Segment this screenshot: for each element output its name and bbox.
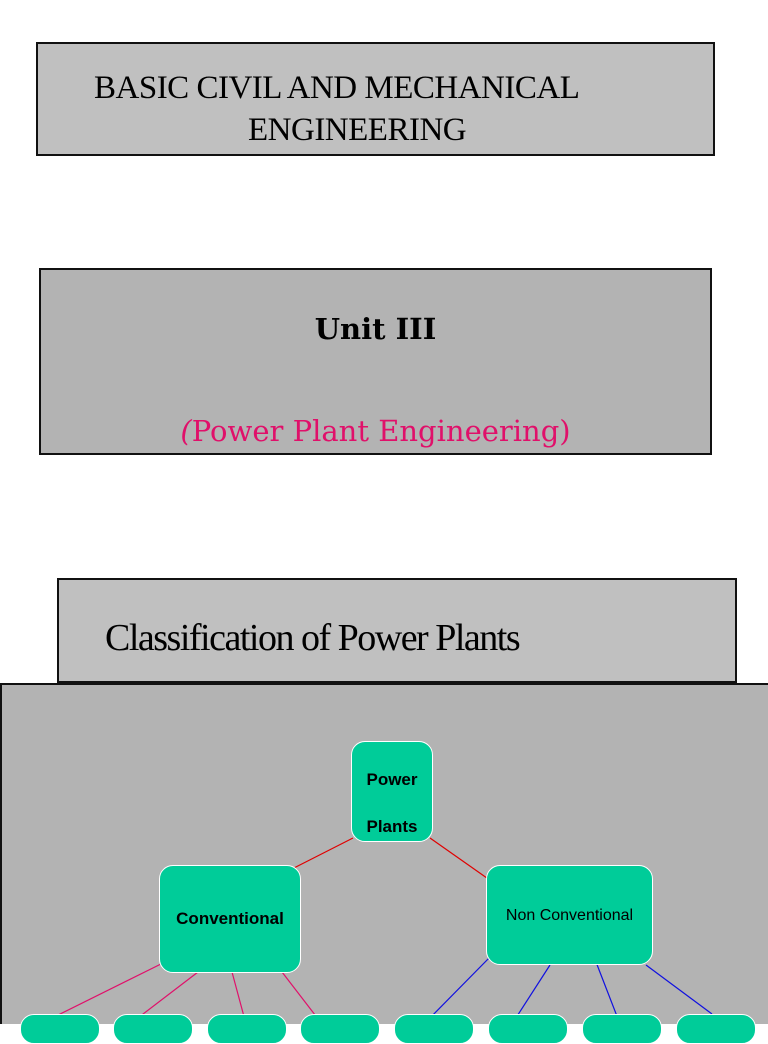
node-power-plants: Power Plants — [351, 741, 433, 842]
classification-banner: Classification of Power Plants — [57, 578, 737, 683]
node-conventional-leaf-1 — [20, 1014, 100, 1044]
node-non-conventional-leaf-4 — [676, 1014, 756, 1044]
unit-subtitle-open-paren: ( — [180, 414, 192, 448]
title-line-1: BASIC CIVIL AND MECHANICAL — [94, 70, 580, 106]
node-power-plants-line-1: Power — [366, 770, 418, 789]
node-power-plants-line-2: Plants — [366, 817, 418, 836]
classification-title: Classification of Power Plants — [105, 617, 521, 659]
unit-subtitle-text: Power Plant Engineering) — [191, 414, 571, 448]
node-non-conventional: Non Conventional — [486, 865, 653, 965]
node-non-conventional-label: Non Conventional — [505, 907, 634, 924]
classification-diagram — [0, 683, 768, 1024]
node-non-conventional-leaf-2 — [488, 1014, 568, 1044]
node-conventional-leaf-4 — [300, 1014, 380, 1044]
node-non-conventional-leaf-1 — [394, 1014, 474, 1044]
node-conventional-label: Conventional — [176, 909, 284, 928]
node-conventional-leaf-3 — [207, 1014, 287, 1044]
title-line-2: ENGINEERING — [248, 112, 467, 148]
node-non-conventional-leaf-3 — [582, 1014, 662, 1044]
node-conventional-leaf-2 — [113, 1014, 193, 1044]
unit-banner: Unit III (Power Plant Engineering) — [39, 268, 712, 455]
node-conventional: Conventional — [159, 865, 301, 973]
title-banner: BASIC CIVIL AND MECHANICAL ENGINEERING — [36, 42, 715, 156]
unit-title: Unit III — [314, 312, 437, 346]
unit-subtitle: (Power Plant Engineering) — [41, 414, 710, 448]
